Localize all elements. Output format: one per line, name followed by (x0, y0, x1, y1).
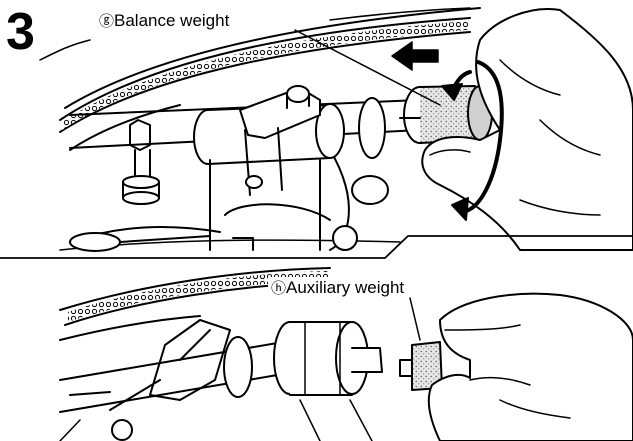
callout-label-balance-weight: Balance weight (114, 11, 230, 30)
step-number: 3 (6, 3, 35, 61)
hand-bottom (427, 292, 633, 441)
auxiliary-weight (399, 341, 443, 391)
callout-marker-h: ⓗ (271, 280, 287, 297)
rotation-arrow-icon (441, 60, 504, 221)
bottom-panel (59, 267, 633, 441)
balance-weight (399, 85, 493, 144)
callout-label-auxiliary-weight: Auxiliary weight (286, 278, 405, 297)
arrow-left-icon (391, 41, 439, 71)
callout-auxiliary-weight: ⓗAuxiliary weight (268, 277, 408, 298)
callout-balance-weight: ⓖBalance weight (96, 10, 233, 31)
panel-divider (0, 235, 633, 259)
top-panel (39, 7, 633, 252)
callout-marker-g: ⓖ (99, 13, 115, 30)
